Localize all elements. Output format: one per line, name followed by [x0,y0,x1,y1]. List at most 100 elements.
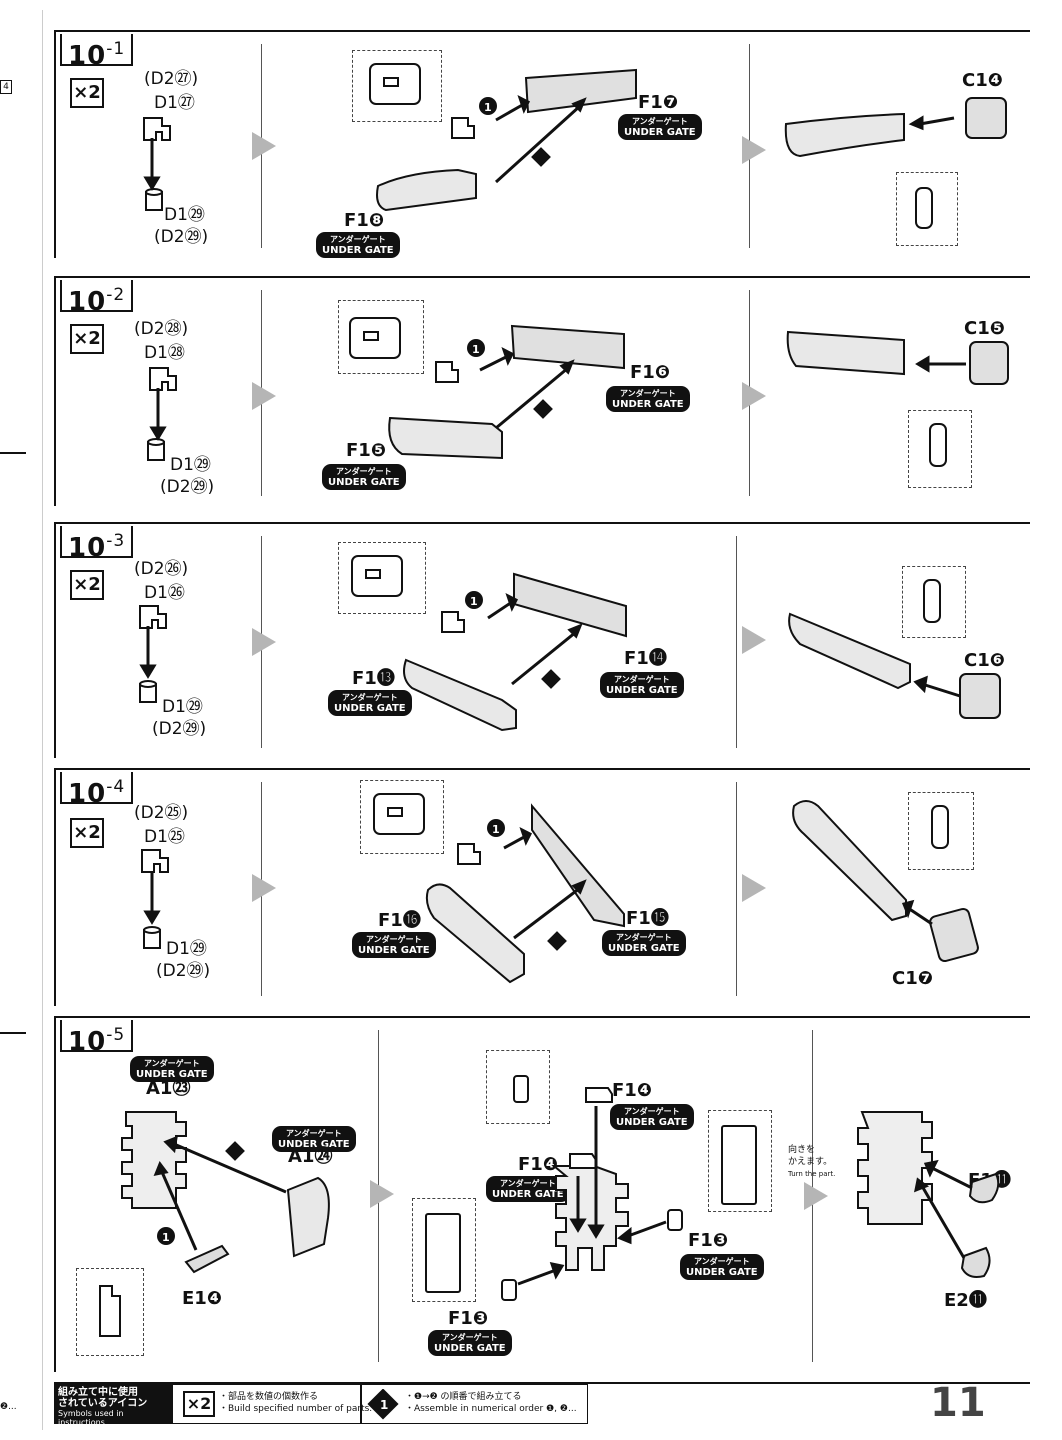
turn-note: 向きを かえます。 Turn the part. [788,1144,835,1180]
detail-box [412,1198,476,1302]
edge-rule [0,452,26,454]
next-arrow [742,136,766,164]
part-label: (D2㉙) [156,961,211,981]
next-arrow [742,382,766,410]
part-label: E1❹ [182,1288,223,1309]
multiplier-icon: ×2 [70,818,104,848]
part-label: F1⓭ [352,668,395,689]
left-page-border [42,10,43,1430]
part-label: D1㉖ [144,583,185,603]
next-arrow [742,874,766,902]
step-illustration: 1 [147,317,1009,467]
svg-text:1: 1 [162,1231,170,1244]
step-illustration: 1 [141,793,979,984]
part-label: E2⓫ [944,1290,987,1311]
part-label: F1❹ [518,1154,559,1175]
part-label: (D2㉗) [144,69,199,89]
step-number: 10-5 [60,1020,134,1057]
legend-title-jp: されているアイコン [58,1398,148,1409]
next-arrow [252,874,276,902]
multiplier-icon: ×2 [183,1391,215,1417]
detail-box [902,566,966,638]
detail-box [486,1050,550,1124]
part-label: C1❺ [964,318,1005,339]
part-label: A1㉓ [146,1078,191,1099]
order-icon: 1 [367,1389,399,1420]
detail-box [360,780,444,854]
page-number: 11 [930,1380,986,1426]
divider [736,782,737,996]
detail-box [908,792,974,870]
legend-title-en: Symbols used in instructions [58,1409,124,1427]
edge-rule [0,1032,26,1034]
left-edge-mark: 4 [0,80,12,94]
part-label: F1⓮ [624,648,667,669]
next-arrow [370,1180,394,1208]
left-edge-mark-bottom: ❷... [0,1402,17,1412]
part-label: F1❻ [630,362,671,383]
part-label: D1㉙ [162,697,203,717]
next-arrow [804,1182,828,1210]
multiplier-icon: ×2 [70,78,104,108]
svg-text:1: 1 [492,823,500,836]
part-label: A1㉔ [288,1146,333,1167]
part-label: F1❽ [344,210,385,231]
part-label: (D2㉙) [152,719,207,739]
turn-note-jp: 向きを [788,1145,816,1155]
svg-text:1: 1 [484,101,492,114]
step-illustration: 1 [139,555,1001,732]
part-label: (D2㉖) [134,559,189,579]
next-arrow [252,628,276,656]
step-illustration: 1 [99,1075,1000,1337]
detail-box [76,1268,144,1356]
detail-box [338,542,426,614]
part-label: (D2㉘) [134,319,189,339]
step-number: 10-1 [60,34,134,71]
legend-multiplier: ×2 ・部品を数値の個数作る・Build specified number of… [172,1384,372,1424]
next-arrow [742,626,766,654]
turn-note-en: Turn the part. [788,1170,836,1178]
part-label: C1❻ [964,650,1005,671]
svg-text:1: 1 [380,1398,388,1412]
detail-box [908,410,972,488]
part-label: F1❸ [448,1308,489,1329]
multiplier-icon: ×2 [70,324,104,354]
svg-text:1: 1 [472,343,480,356]
part-label: D1㉙ [164,205,205,225]
legend-text: ・部品を数値の個数作る・Build specified number of pa… [219,1392,373,1414]
part-label: D1㉗ [154,93,195,113]
footer-rule [54,1382,1030,1384]
part-label: F1❸ [688,1230,729,1251]
legend-title-jp: 組み立て中に使用 [58,1387,138,1398]
step-number: 10-3 [60,526,134,563]
icon-legend: 組み立て中に使用 されているアイコン Symbols used in instr… [54,1384,588,1427]
part-label: D1㉕ [144,827,185,847]
part-label: C1❼ [892,968,933,989]
legend-title: 組み立て中に使用 されているアイコン Symbols used in instr… [54,1384,172,1427]
part-label: D1㉙ [170,455,211,475]
multiplier-icon: ×2 [70,570,104,600]
part-label: D1㉙ [166,939,207,959]
part-label: F1⓰ [378,910,421,931]
detail-box [708,1110,772,1212]
part-label: F1❹ [612,1080,653,1101]
part-label: (D2㉕) [134,803,189,823]
next-arrow [252,382,276,410]
step-number: 10-4 [60,772,134,809]
detail-box [896,172,958,246]
divider [736,536,737,748]
legend-order: 1 ・❶→❷ の順番で組み立てる・Assemble in numerical o… [360,1384,588,1424]
svg-text:1: 1 [470,595,478,608]
